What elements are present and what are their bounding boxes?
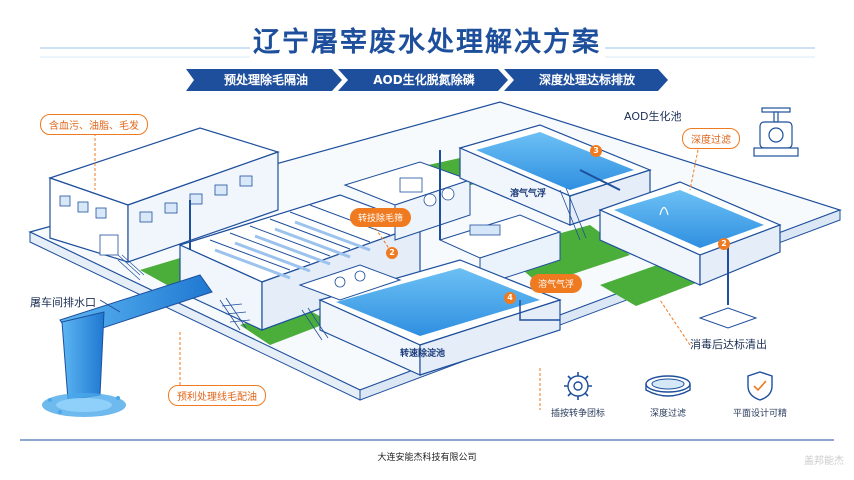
step-banner	[186, 69, 668, 91]
settling-tank	[298, 259, 562, 376]
gear-icon	[564, 372, 592, 400]
callout-discharge: 消毒后达标清出	[690, 338, 767, 351]
title-decoration	[40, 47, 815, 58]
inflow-pipe	[42, 274, 213, 417]
step-label-2: AOD生化脱氮除磷	[373, 73, 475, 87]
tank-label-settle: 转速除淀池	[400, 349, 446, 359]
page-title: 辽宁屠宰废水处理解决方案	[253, 27, 601, 58]
step-chevron-3	[504, 69, 668, 91]
company-footer: 大连安能杰科技有限公司	[377, 453, 477, 463]
badge-aod: 3	[590, 145, 602, 157]
callout-source: 含血污、油脂、毛发	[40, 114, 148, 135]
callout-pretreat: 预利处理线毛配油	[168, 385, 266, 406]
callout-aod: AOD生化池	[624, 110, 682, 123]
badge-filter: 2	[718, 238, 730, 250]
deep-filter-tank	[598, 181, 782, 286]
callout-screen: 转技除毛筛	[350, 208, 412, 227]
watermark: 盖邦能杰	[804, 456, 844, 467]
shield-check-icon	[747, 371, 773, 401]
step-label-3: 深度处理达标排放	[538, 73, 635, 87]
step-chevron-1	[186, 69, 342, 91]
step-chevron-2	[338, 69, 508, 91]
feature-label-1: 插按转争团标	[550, 409, 605, 419]
step-label-1: 预处理除毛隔油	[223, 73, 308, 87]
aod-tank	[458, 124, 652, 241]
badge-screen: 2	[386, 247, 398, 259]
callout-deep: 深度过滤	[682, 128, 740, 149]
workshop-building	[48, 127, 280, 281]
badge-settle: 4	[504, 292, 516, 304]
feature-label-2: 深度过滤	[649, 409, 686, 419]
callout-leaders	[94, 128, 701, 410]
ring-filter-icon	[645, 375, 691, 397]
callout-outlet: 屠车间排水口	[30, 296, 96, 309]
valve-icon	[753, 107, 799, 157]
dosing-house	[343, 161, 472, 241]
pipe-network	[189, 150, 758, 329]
tank-label-flotation: 溶气气浮	[510, 189, 547, 199]
feature-label-3: 平面设计可精	[732, 409, 787, 419]
callout-flotation: 溶气气浮	[530, 274, 583, 293]
